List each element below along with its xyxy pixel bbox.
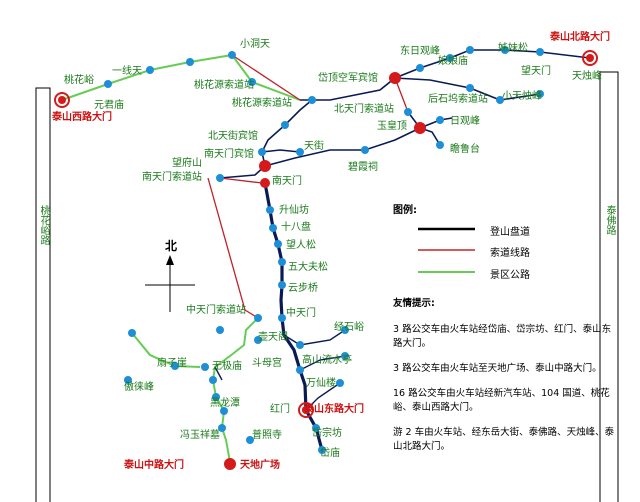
tips-item: 16 路公交车由火车站经新汽车站、104 国道、桃花峪、泰山西路大门。 [393,388,610,413]
label-zhongtianmen-station: 中天门索道站 [186,305,246,316]
gate-markers [54,50,598,418]
label-yixiantian: 一线天 [112,66,142,77]
label-xiaodongtian: 小洞天 [240,39,270,50]
label-jingshiyu: 经石峪 [334,322,364,333]
label-taishan-east-gate: 泰山东路大门 [304,404,364,415]
waypoints [104,46,544,454]
label-aolaifeng: 傲徕峰 [124,382,154,393]
label-xiao-tianzhu: 小天烛峰 [502,91,542,102]
label-yuanjunmiao: 元君庙 [94,100,124,111]
label-taohuayu: 桃花峪 [64,75,94,86]
minor-trails [214,329,346,411]
label-yunbuqiao: 云步桥 [288,283,318,294]
label-doumugong: 斗母宫 [252,358,282,369]
tips-item: 3 路公交车由火车站经岱庙、岱宗坊、红门、泰山东路大门。 [393,324,612,349]
label-daimiao: 岱庙 [320,448,340,459]
landmark-dots [224,72,426,470]
compass [145,255,195,312]
label-taishan-north-gate: 泰山北路大门 [550,32,610,43]
left-road-label: 桃花峪路 [38,205,49,245]
label-taishan-west-gate: 泰山西路大门 [52,112,112,123]
label-yuhuangding: 玉皇顶 [377,121,407,132]
label-tianzhu-peak: 天烛峰 [572,71,602,82]
label-heilongtan: 黑龙潭 [210,398,240,409]
label-wangrensong: 望人松 [286,240,316,251]
cable-lines [207,54,409,319]
label-wanxianlou: 万仙楼 [306,378,336,389]
label-wudafusong: 五大夫松 [288,262,328,273]
label-shibapan: 十八盘 [281,222,311,233]
compass-north-label: 北 [165,239,178,253]
label-hongmen: 红门 [270,404,290,415]
label-beitianjie-hotel: 北天街宾馆 [208,131,258,142]
label-shengxianfang: 升仙坊 [279,205,309,216]
tips-panel: 友情提示: 3 路公交车由火车站经岱庙、岱宗坊、红门、泰山东路大门。 3 路公交… [393,297,618,465]
label-wangfushan: 望府山 [172,158,202,169]
label-huxiaoge: 壶天阁 [258,332,288,343]
label-wujimiao: 无极庙 [212,361,242,372]
label-zimeisong: 姊妹松 [498,43,528,54]
tips-item: 游 2 车由火车站、经东岳大街、泰佛路、天烛峰、泰山北路大门。 [393,427,615,452]
label-zhanlutai: 瞻鲁台 [450,144,480,155]
legend-cable-label: 索道线路 [490,248,530,259]
label-shanziya: 扇子崖 [157,358,187,369]
label-tianjie: 天街 [304,141,324,152]
label-nantianmen: 南天门 [272,176,302,187]
label-gaoshan-liushui: 高山流水亭 [302,355,352,366]
label-fengyuxiangmu: 冯玉祥墓 [180,430,220,441]
right-boundary-road [599,71,619,502]
label-riguan-peak: 日观峰 [450,116,480,127]
legend-road-label: 景区公路 [490,270,530,281]
label-taohuayuan-station: 桃花源索道站 [232,98,292,109]
label-puzhaosi: 普照寺 [252,430,282,441]
label-tiandi-square: 天地广场 [240,460,280,471]
tips-title: 友情提示: [393,298,435,309]
legend-title: 图例: [393,205,417,216]
legend-trail-label: 登山盘道 [490,227,530,238]
label-dongri-peak: 东日观峰 [400,46,440,57]
label-daiding-hotel: 岱顶空军宾馆 [318,73,378,84]
right-road-label: 泰佛路 [604,205,615,235]
label-bixiaci: 碧霞祠 [348,162,378,173]
label-taishan-middle-gate: 泰山中路大门 [124,460,184,471]
label-niangniang: 娘娘庙 [438,56,468,67]
tips-item: 3 路公交车由火车站至天地广场、泰山中路大门。 [393,363,602,374]
label-beitianmen-station: 北天门索道站 [334,104,394,115]
label-wangtianmen: 望天门 [521,66,551,77]
label-taohuayuan-station-top: 桃花源索道站 [194,80,254,91]
label-zhongtianmen: 中天门 [286,308,316,319]
label-houshiwu-station: 后石坞索道站 [428,94,488,105]
left-boundary-road [35,87,51,502]
label-daizongfang: 岱宗坊 [312,428,342,439]
label-nantianmen-station: 南天门索道站 [142,172,202,183]
label-nantianmen-hotel: 南天门宾馆 [204,149,254,160]
